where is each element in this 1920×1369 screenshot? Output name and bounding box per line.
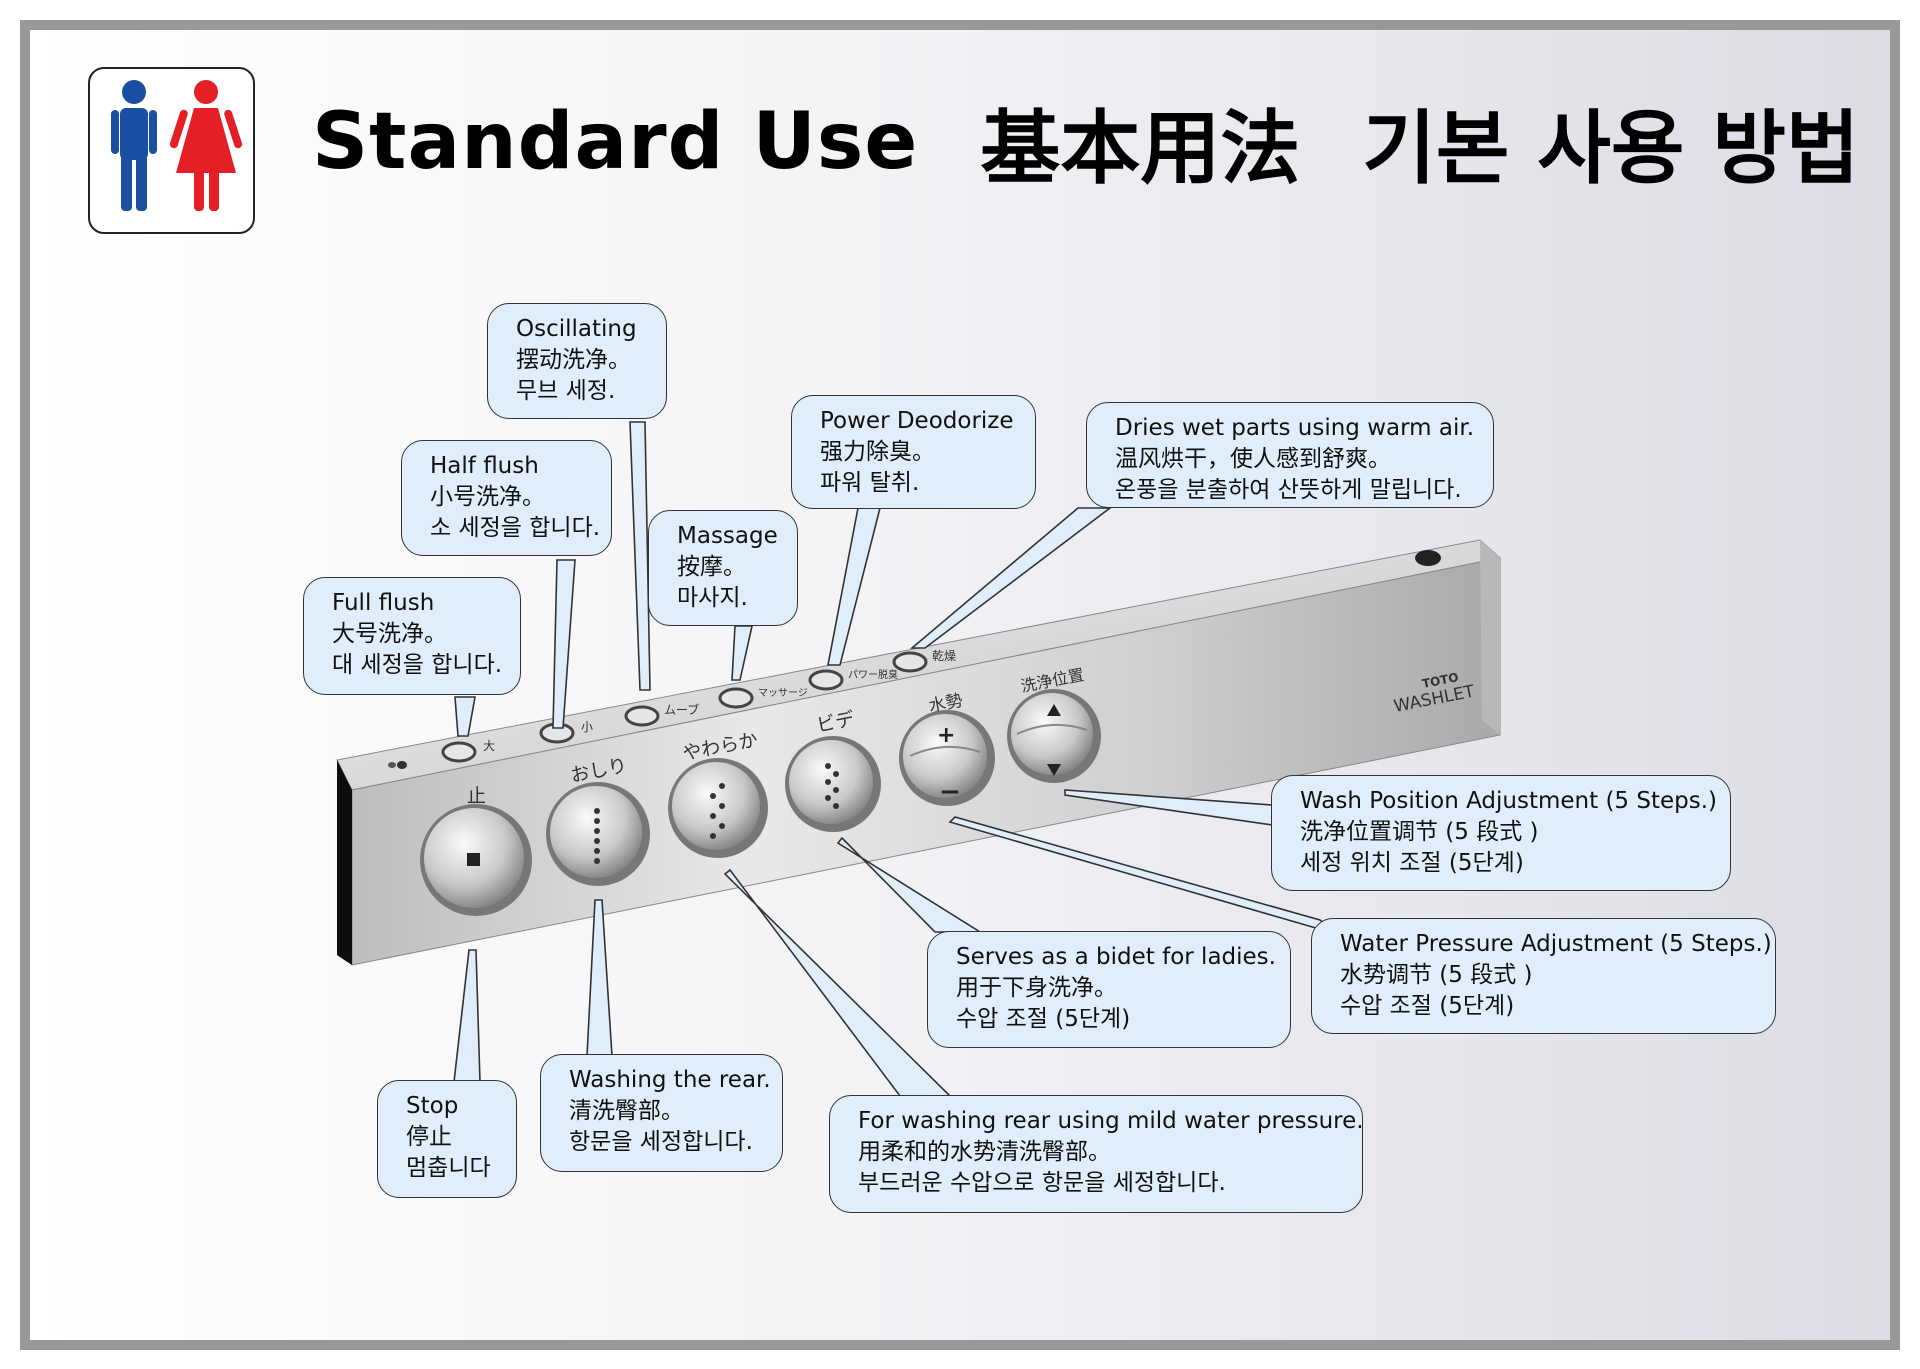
arrow-up-icon (1047, 704, 1061, 716)
callout-massage-zh: 按摩。 (677, 554, 746, 580)
indicator-lamp-large (441, 741, 477, 763)
callout-washing-rear-zh: 清洗臀部。 (569, 1098, 684, 1124)
rear-wash-button[interactable] (546, 782, 650, 886)
callout-power-deodorize-en: Power Deodorize (820, 408, 1014, 434)
title-row: Standard Use 基本用法 기본 사용 방법 (312, 92, 1860, 195)
callout-mild-ko: 부드러운 수압으로 항문을 세정합니다. (858, 1170, 1226, 1196)
callout-wash-position: Wash Position Adjustment (5 Steps.) 洗净位置… (1271, 775, 1731, 891)
minus-icon: − (939, 777, 961, 807)
callout-stop-zh: 停止 (406, 1124, 452, 1150)
callout-full-flush-en: Full flush (332, 590, 435, 616)
callout-water-pressure-zh: 水势调节 (5 段式 ) (1340, 962, 1533, 988)
sensor-hole (1415, 550, 1441, 566)
wash-position-rocker[interactable] (1007, 689, 1101, 783)
callout-massage: Massage 按摩。 마사지. (648, 510, 798, 626)
panel-left-end (337, 760, 352, 965)
callout-dries-en: Dries wet parts using warm air. (1115, 415, 1475, 441)
brand-toto: TOTO (1421, 670, 1460, 691)
water-pressure-rocker[interactable]: + − (899, 710, 995, 807)
callout-washing-rear-en: Washing the rear. (569, 1067, 771, 1093)
callout-oscillating-zh: 摆动洗净。 (516, 347, 631, 373)
indicator-label-small: 小 (581, 720, 593, 734)
callout-washing-rear-ko: 항문을 세정합니다. (569, 1129, 753, 1155)
callout-wash-position-en: Wash Position Adjustment (5 Steps.) (1300, 788, 1718, 814)
indicator-lamp-small (539, 722, 575, 744)
callout-power-deodorize-zh: 强力除臭。 (820, 439, 935, 465)
indicator-label-massage: マッサージ (758, 687, 808, 699)
callout-bidet-zh: 用于下身洗净。 (956, 975, 1117, 1001)
callout-stop-en: Stop (406, 1093, 459, 1119)
callout-mild: For washing rear using mild water pressu… (829, 1095, 1364, 1213)
callout-half-flush-zh: 小号洗净。 (430, 484, 545, 510)
callout-oscillating-ko: 무브 세정. (516, 378, 616, 404)
indicator-lamp-massage (718, 687, 754, 709)
indicator-dot (397, 761, 407, 769)
callout-stop-ko: 멈춥니다 (406, 1155, 491, 1181)
soft-wash-button[interactable] (668, 758, 768, 858)
indicator-lamp-oscillate (624, 705, 660, 727)
indicator-lamp-dry (892, 651, 928, 673)
callout-half-flush-en: Half flush (430, 453, 539, 479)
stop-button[interactable] (420, 804, 532, 916)
callout-dries-ko: 온풍을 분출하여 산뜻하게 말립니다. (1115, 477, 1462, 503)
title-english: Standard Use (312, 97, 919, 187)
restroom-sign (88, 67, 255, 234)
stop-square-icon (467, 853, 480, 866)
callout-massage-en: Massage (677, 523, 778, 549)
soft-dots-icon (710, 783, 725, 839)
callout-oscillating: Oscillating 摆动洗净。 무브 세정. (487, 303, 667, 419)
callout-water-pressure: Water Pressure Adjustment (5 Steps.) 水势调… (1311, 918, 1776, 1034)
indicator-label-dry: 乾燥 (932, 649, 956, 663)
callout-oscillating-en: Oscillating (516, 316, 637, 342)
rear-dots-icon (594, 808, 600, 864)
callout-power-deodorize: Power Deodorize 强力除臭。 파워 탈취. (791, 395, 1036, 509)
callout-washing-rear: Washing the rear. 清洗臀部。 항문을 세정합니다. (540, 1054, 783, 1172)
callout-full-flush-zh: 大号洗净。 (332, 621, 447, 647)
indicator-label-deodorize: パワー脱臭 (848, 668, 898, 681)
callout-water-pressure-en: Water Pressure Adjustment (5 Steps.) (1340, 931, 1772, 957)
plus-icon: + (937, 723, 955, 748)
man-icon (111, 80, 157, 211)
callout-dries-zh: 温风烘干，使人感到舒爽。 (1115, 446, 1391, 472)
button-label-stop: 止 (467, 785, 486, 807)
indicator-lamps: 大 小 ムーブ マッサージ パワー脱臭 乾燥 (388, 649, 956, 769)
callout-half-flush-ko: 소 세정을 합니다. (430, 515, 601, 541)
callout-full-flush: Full flush 大号洗净。 대 세정을 합니다. (303, 577, 521, 695)
callout-stop: Stop 停止 멈춥니다 (377, 1080, 517, 1198)
callout-dries: Dries wet parts using warm air. 温风烘干，使人感… (1086, 402, 1494, 508)
callout-massage-ko: 마사지. (677, 585, 748, 611)
callout-wash-position-ko: 세정 위치 조절 (5단계) (1300, 850, 1524, 876)
title-korean: 기본 사용 방법 (1362, 102, 1860, 195)
indicator-dot (388, 762, 396, 768)
bidet-dots-icon (825, 763, 839, 809)
callout-water-pressure-ko: 수압 조절 (5단계) (1340, 993, 1515, 1019)
callout-mild-en: For washing rear using mild water pressu… (858, 1108, 1364, 1134)
woman-icon (169, 80, 243, 211)
indicator-label-oscillate: ムーブ (664, 702, 699, 717)
callout-power-deodorize-ko: 파워 탈취. (820, 470, 920, 496)
callout-bidet-en: Serves as a bidet for ladies. (956, 944, 1276, 970)
panel-right-end (1480, 540, 1500, 735)
title-chinese: 基本用法 (980, 102, 1301, 195)
callout-bidet: Serves as a bidet for ladies. 用于下身洗净。 수압… (927, 931, 1291, 1048)
callout-bidet-ko: 수압 조절 (5단계) (956, 1006, 1131, 1032)
callout-full-flush-ko: 대 세정을 합니다. (332, 652, 503, 678)
callout-wash-position-zh: 洗净位置调节 (5 段式 ) (1300, 819, 1539, 845)
indicator-label-large: 大 (483, 739, 495, 753)
restroom-man-woman-icon (111, 80, 243, 211)
callout-half-flush: Half flush 小号洗净。 소 세정을 합니다. (401, 440, 612, 556)
bidet-button[interactable] (785, 736, 881, 832)
indicator-lamp-deodorize (808, 669, 844, 691)
callout-mild-zh: 用柔和的水势清洗臀部。 (858, 1139, 1111, 1165)
arrow-down-icon (1047, 764, 1061, 776)
